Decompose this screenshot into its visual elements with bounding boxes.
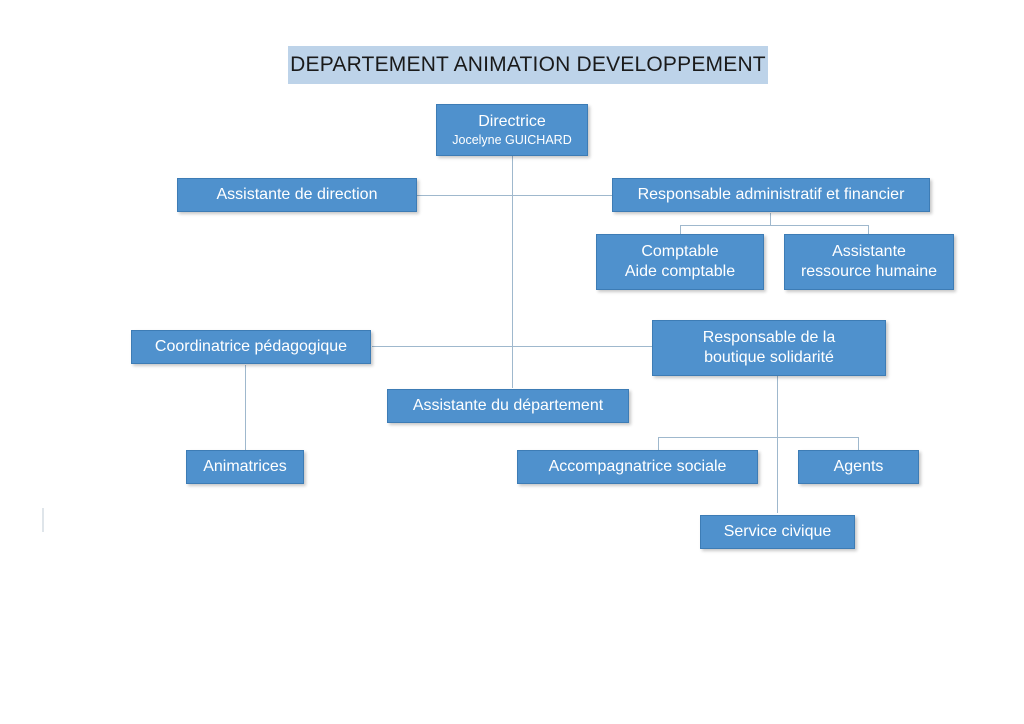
- connector-assistanterh-drop: [868, 225, 869, 235]
- node-comptable-label-1: Comptable: [641, 243, 719, 260]
- node-animatrices-label: Animatrices: [203, 458, 287, 475]
- node-accompagnatrice-sociale[interactable]: Accompagnatrice sociale: [517, 450, 758, 484]
- node-assistante-ressource-humaine-label-2: ressource humaine: [800, 263, 938, 280]
- node-responsable-administratif-financier[interactable]: Responsable administratif et financier: [612, 178, 930, 212]
- connector-coordinatrice-animatrices: [245, 365, 246, 450]
- node-responsable-boutique-solidarite-label-2: boutique solidarité: [704, 349, 834, 366]
- node-agents[interactable]: Agents: [798, 450, 919, 484]
- node-agents-label: Agents: [833, 458, 884, 475]
- node-coordinatrice-pedagogique[interactable]: Coordinatrice pédagogique: [131, 330, 371, 364]
- connector-accompagnatrice-drop: [658, 437, 659, 450]
- node-comptable[interactable]: Comptable Aide comptable: [596, 234, 764, 290]
- node-directrice[interactable]: Directrice Jocelyne GUICHARD: [436, 104, 588, 156]
- stray-tick-mark: [42, 508, 44, 532]
- node-assistante-ressource-humaine[interactable]: Assistante ressource humaine: [784, 234, 954, 290]
- page-title: DEPARTEMENT ANIMATION DEVELOPPEMENT: [288, 46, 768, 84]
- connector-directrice-spine: [512, 155, 513, 388]
- node-service-civique[interactable]: Service civique: [700, 515, 855, 549]
- connector-row4-horizontal: [372, 346, 652, 347]
- node-responsable-boutique-solidarite[interactable]: Responsable de la boutique solidarité: [652, 320, 886, 376]
- connector-boutique-spine: [777, 376, 778, 513]
- connector-boutique-bar: [658, 437, 859, 438]
- node-coordinatrice-pedagogique-label: Coordinatrice pédagogique: [154, 338, 348, 355]
- node-comptable-label-2: Aide comptable: [624, 263, 736, 280]
- node-assistante-ressource-humaine-label-1: Assistante: [832, 243, 906, 260]
- connector-respadmin-bar: [680, 225, 869, 226]
- node-animatrices[interactable]: Animatrices: [186, 450, 304, 484]
- node-assistante-de-direction-label: Assistante de direction: [216, 186, 378, 203]
- node-responsable-boutique-solidarite-label-1: Responsable de la: [702, 329, 836, 346]
- node-assistante-du-departement-label: Assistante du département: [412, 397, 604, 414]
- node-accompagnatrice-sociale-label: Accompagnatrice sociale: [548, 458, 727, 475]
- connector-agents-drop: [858, 437, 859, 450]
- node-service-civique-label: Service civique: [723, 523, 832, 540]
- node-responsable-administratif-financier-label: Responsable administratif et financier: [637, 186, 905, 203]
- connector-comptable-drop: [680, 225, 681, 235]
- connector-row2-horizontal: [417, 195, 613, 196]
- node-directrice-title: Directrice: [478, 112, 546, 130]
- connector-respadmin-stem: [770, 213, 771, 225]
- node-assistante-de-direction[interactable]: Assistante de direction: [177, 178, 417, 212]
- node-assistante-du-departement[interactable]: Assistante du département: [387, 389, 629, 423]
- node-directrice-name: Jocelyne GUICHARD: [452, 132, 572, 147]
